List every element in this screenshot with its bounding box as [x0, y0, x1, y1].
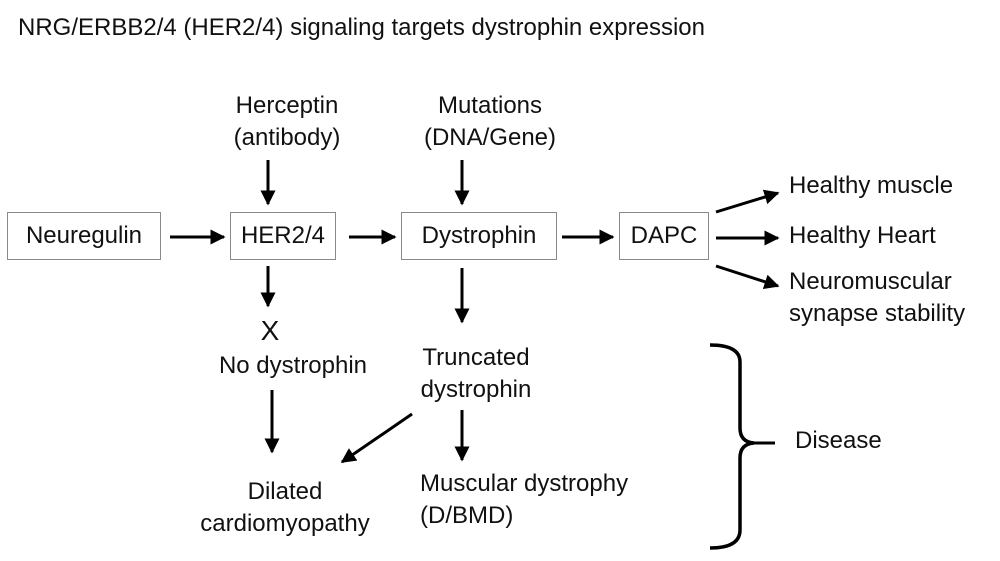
arrow-dapc-nmj — [715, 264, 780, 289]
arrow-dapc-muscle — [715, 189, 780, 214]
label-herceptin: Herceptin(antibody) — [233, 92, 341, 151]
x-mark: X — [260, 315, 280, 346]
label-disease: Disease — [795, 427, 882, 454]
label-no-dystrophin: No dystrophin — [218, 352, 368, 379]
node-dystrophin: Dystrophin — [401, 212, 557, 260]
label-muscular-dystrophy: Muscular dystrophy(D/BMD) — [420, 470, 629, 529]
node-neuregulin: Neuregulin — [7, 212, 161, 260]
node-dapc: DAPC — [619, 212, 709, 260]
label-mutations: Mutations(DNA/Gene) — [423, 92, 557, 151]
label-healthy-muscle: Healthy muscle — [789, 172, 954, 199]
arrow-truncated-dcm — [340, 412, 413, 464]
disease-bracket — [709, 343, 755, 550]
label-healthy-heart: Healthy Heart — [789, 222, 936, 249]
diagram-title: NRG/ERBB2/4 (HER2/4) signaling targets d… — [18, 14, 705, 41]
node-her2-4: HER2/4 — [230, 212, 336, 260]
